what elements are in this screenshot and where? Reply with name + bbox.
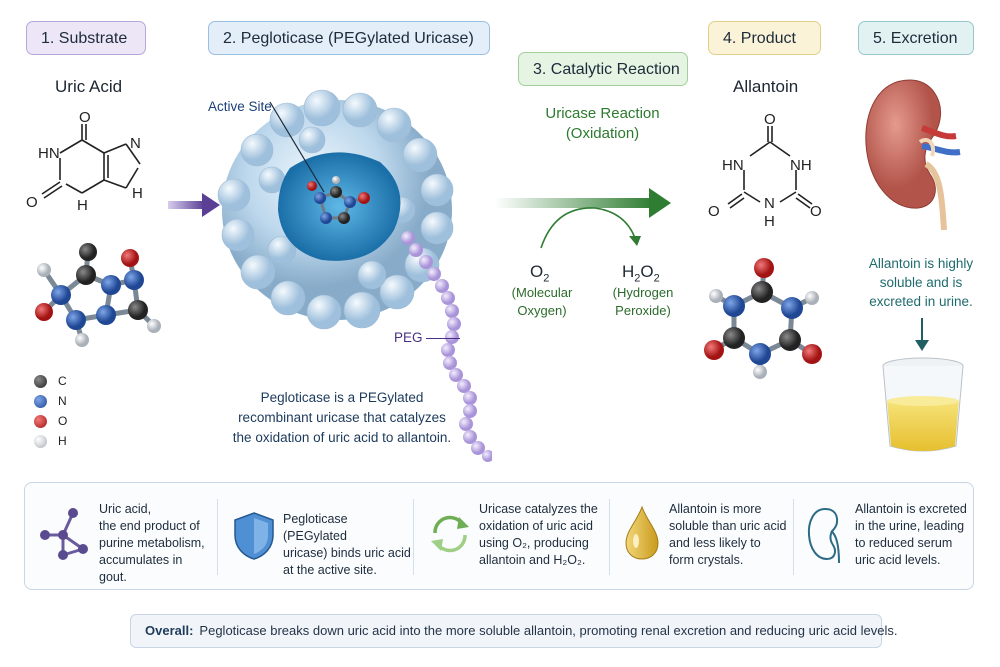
- summary-item-4: Allantoin is more soluble than uric acid…: [611, 483, 791, 589]
- oxygen-name: (Molecular Oxygen): [511, 285, 573, 318]
- reaction-arrow-icon: [495, 188, 671, 249]
- summary-item-2: Pegloticase (PEGylated uricase) binds ur…: [219, 483, 413, 589]
- summary-divider: [217, 499, 218, 575]
- peroxide-name: (Hydrogen Peroxide): [612, 285, 674, 318]
- stage-5-excretion: 5. Excretion: [858, 21, 974, 55]
- allantoin-hn-left: HN: [722, 157, 744, 174]
- enzyme-description: Pegloticase is a PEGylated recombinant u…: [232, 390, 452, 445]
- urine-cup-icon: [882, 357, 964, 452]
- oxygen-formula: O2: [530, 262, 550, 285]
- hydrogen-dot-icon: [34, 435, 47, 448]
- summary-divider: [609, 499, 610, 575]
- allantoin-3d-model: [704, 258, 822, 379]
- excretion-note: Allantoin is highly soluble and is excre…: [868, 256, 974, 309]
- allantoin-o-left: O: [708, 203, 720, 220]
- uric-acid-3d-model: [35, 243, 161, 347]
- uric-acid-structure: O HN O H N H N: [26, 110, 143, 214]
- summary-divider: [793, 499, 794, 575]
- uric-o-left: O: [26, 194, 38, 211]
- summary-item-1: Uric acid, the end product of purine met…: [25, 483, 215, 589]
- active-site-label: Active Site: [208, 99, 272, 114]
- substrate-arrow-icon: [168, 193, 220, 217]
- overall-label: Overall:: [145, 623, 194, 638]
- overall-text: Pegloticase breaks down uric acid into t…: [199, 623, 898, 638]
- allantoin-nh-right: NH: [790, 157, 812, 174]
- oxygen-dot-icon: [34, 415, 47, 428]
- peroxide-formula: H2O2: [622, 262, 660, 285]
- summary-panel: Uric acid, the end product of purine met…: [24, 482, 974, 590]
- uric-hn-left: HN: [38, 145, 60, 162]
- allantoin-h-bottom: H: [764, 213, 775, 230]
- allantoin-o-right: O: [810, 203, 822, 220]
- product-name: Allantoin: [733, 77, 799, 96]
- uric-h-right: H: [132, 185, 143, 202]
- summary-divider: [413, 499, 414, 575]
- uric-o-top: O: [79, 110, 91, 126]
- stage-2-enzyme: 2. Pegloticase (PEGylated Uricase): [208, 21, 490, 55]
- uric-n-top: N: [130, 135, 141, 152]
- stage-1-substrate: 1. Substrate: [26, 21, 146, 55]
- carbon-dot-icon: [34, 375, 47, 388]
- uric-h-bottom: H: [77, 197, 88, 214]
- droplet-icon: [625, 505, 659, 560]
- kidney-outline-icon: [807, 507, 840, 564]
- allantoin-o-top: O: [764, 112, 776, 128]
- kidney-illustration: [865, 79, 961, 231]
- peg-label: PEG: [394, 330, 423, 345]
- overall-summary-bar: Overall: Pegloticase breaks down uric aci…: [130, 614, 897, 648]
- cycle-arrows-icon: [431, 515, 469, 553]
- stage-3-reaction: 3. Catalytic Reaction: [518, 52, 688, 86]
- allantoin-n-bottom: N: [764, 195, 775, 212]
- summary-item-5: Allantoin is excreted in the urine, lead…: [795, 483, 973, 589]
- stage-4-product: 4. Product: [708, 21, 821, 55]
- down-arrow-icon: [915, 318, 929, 351]
- nitrogen-dot-icon: [34, 395, 47, 408]
- peg-pointer-line: [426, 338, 460, 339]
- allantoin-structure: O HN NH O N H O: [708, 112, 822, 230]
- shield-icon: [234, 512, 274, 560]
- summary-item-3: Uricase catalyzes the oxidation of uric …: [415, 483, 609, 589]
- pegloticase-enzyme-illustration: [217, 89, 492, 462]
- substrate-name: Uric Acid: [55, 77, 123, 96]
- reaction-name: Uricase Reaction (Oxidation): [545, 105, 660, 142]
- molecule-icon: [40, 508, 88, 560]
